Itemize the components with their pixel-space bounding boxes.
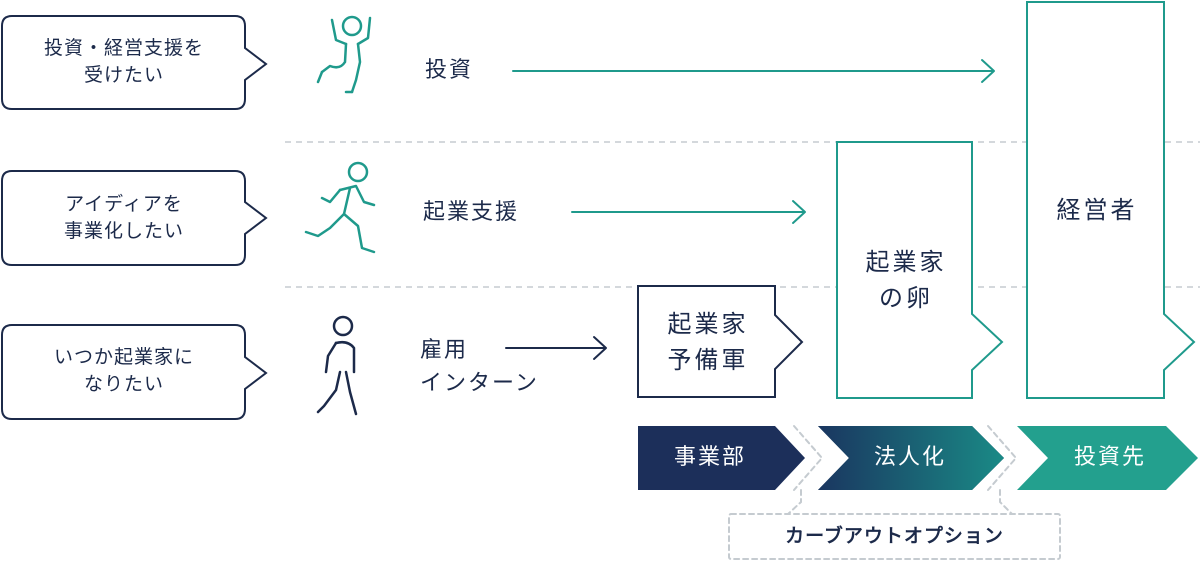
walking-person-icon — [316, 315, 358, 416]
bubble-text-3: いつか起業家に なりたい — [4, 344, 244, 398]
step-chevron-2-gradient — [818, 426, 1004, 490]
bubble-1-line-1: 投資・経営支援を — [43, 37, 204, 59]
stage-box-reserve — [637, 285, 804, 398]
row-label-employment-line-2: インターン — [420, 371, 539, 396]
stage-egg-line-2: の卵 — [879, 284, 933, 312]
step-chevron-3 — [1017, 426, 1198, 490]
carve-out-connector — [728, 425, 1061, 560]
row-label-support-line-1: 起業支援 — [423, 200, 520, 225]
stage-text-reserve: 起業家 予備軍 — [640, 306, 776, 378]
stage-executive-line-1: 経営者 — [1056, 196, 1138, 224]
carve-out-option-label: カーブアウトオプション — [785, 525, 1004, 547]
row-label-invest-line-1: 投資 — [425, 58, 474, 83]
step-label-investee: 投資先 — [1073, 445, 1146, 470]
step-label-division: 事業部 — [673, 445, 746, 470]
jumping-person-icon — [316, 15, 372, 94]
speech-bubble-1 — [1, 15, 268, 110]
bubble-3-line-2: なりたい — [83, 373, 164, 395]
row-label-invest: 投資 — [425, 54, 473, 87]
arrow-startup-support — [571, 200, 806, 224]
running-person-icon — [304, 161, 376, 254]
stage-box-egg — [836, 141, 1004, 399]
bubble-2-line-1: アイディアを — [65, 193, 183, 215]
speech-bubble-2 — [1, 170, 268, 266]
bubble-3-line-1: いつか起業家に — [53, 346, 194, 368]
arrow-employment — [505, 336, 607, 360]
stage-egg-line-1: 起業家 — [865, 248, 947, 276]
bubble-text-2: アイディアを 事業化したい — [4, 191, 244, 245]
step-label-incorporation: 法人化 — [873, 445, 946, 470]
row-label-startup-support: 起業支援 — [423, 196, 519, 229]
bubble-1-line-2: 受けたい — [83, 64, 164, 86]
stage-box-executive — [1026, 1, 1196, 399]
row-label-employment-line-1: 雇用 — [420, 338, 469, 363]
row-label-employment: 雇用 インターン — [420, 334, 539, 400]
bubble-2-line-2: 事業化したい — [63, 220, 184, 242]
stage-reserve-line-2: 予備軍 — [667, 346, 749, 374]
arrow-invest — [512, 59, 995, 83]
stage-text-executive: 経営者 — [1029, 192, 1165, 228]
speech-bubble-3 — [1, 324, 268, 420]
bubble-text-1: 投資・経営支援を 受けたい — [4, 35, 244, 89]
stage-reserve-line-1: 起業家 — [667, 310, 749, 338]
step-chevron-1 — [638, 426, 805, 490]
stage-text-egg: 起業家 の卵 — [839, 244, 973, 316]
